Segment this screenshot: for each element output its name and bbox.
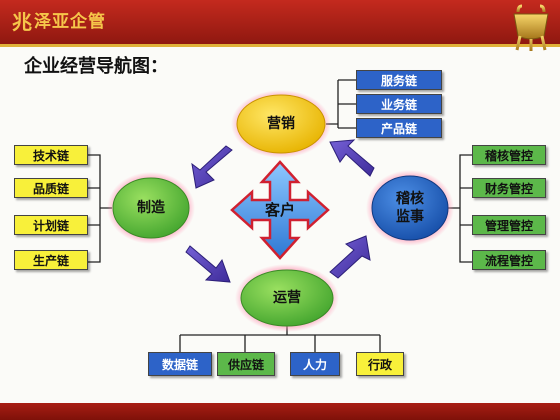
manufacturing-item-3: 生产链 [14, 250, 88, 270]
footer-bar [0, 403, 560, 420]
manufacturing-bracket [88, 154, 112, 263]
operations-item-3: 行政 [356, 352, 404, 376]
audit-item-2: 管理管控 [472, 215, 546, 235]
audit-label-line1: 稽核 [396, 191, 424, 207]
arrow-operations-to-audit [329, 235, 371, 279]
center-four-way-arrow-shape [230, 160, 330, 260]
arrow-manufacturing-to-operations [185, 245, 231, 283]
audit-label-line2: 监事 [396, 209, 424, 225]
marketing-bracket [326, 79, 356, 129]
operations-item-2: 人力 [290, 352, 340, 376]
header-bar [0, 0, 560, 44]
arrow-marketing-to-manufacturing [191, 145, 233, 189]
operations-item-1: 供应链 [217, 352, 275, 376]
center-label: 客户 [264, 201, 295, 219]
arrow-audit-to-marketing [329, 139, 375, 177]
manufacturing-item-1: 品质链 [14, 178, 88, 198]
manufacturing-item-2: 计划链 [14, 215, 88, 235]
header-divider [0, 44, 560, 47]
audit-item-1: 财务管控 [472, 178, 546, 198]
marketing-item-2: 产品链 [356, 118, 442, 138]
manufacturing-item-0: 技术链 [14, 145, 88, 165]
manufacturing-label: 制造 [137, 200, 165, 216]
page-title: 企业经营导航图： [24, 56, 168, 77]
logo-icon: 兆 [12, 10, 32, 34]
marketing-label: 营销 [267, 116, 295, 132]
audit-item-3: 流程管控 [472, 250, 546, 270]
operations-label: 运营 [273, 290, 301, 306]
audit-node [371, 175, 449, 241]
bronze-ding-icon [513, 4, 549, 51]
marketing-item-0: 服务链 [356, 70, 442, 90]
audit-item-0: 稽核管控 [472, 145, 546, 165]
marketing-item-1: 业务链 [356, 94, 442, 114]
manufacturing-node [112, 177, 190, 239]
logo-text: 泽亚企管 [34, 12, 106, 32]
marketing-node [236, 94, 326, 154]
audit-bracket [448, 154, 472, 263]
operations-item-0: 数据链 [148, 352, 212, 376]
operations-node [240, 269, 334, 327]
